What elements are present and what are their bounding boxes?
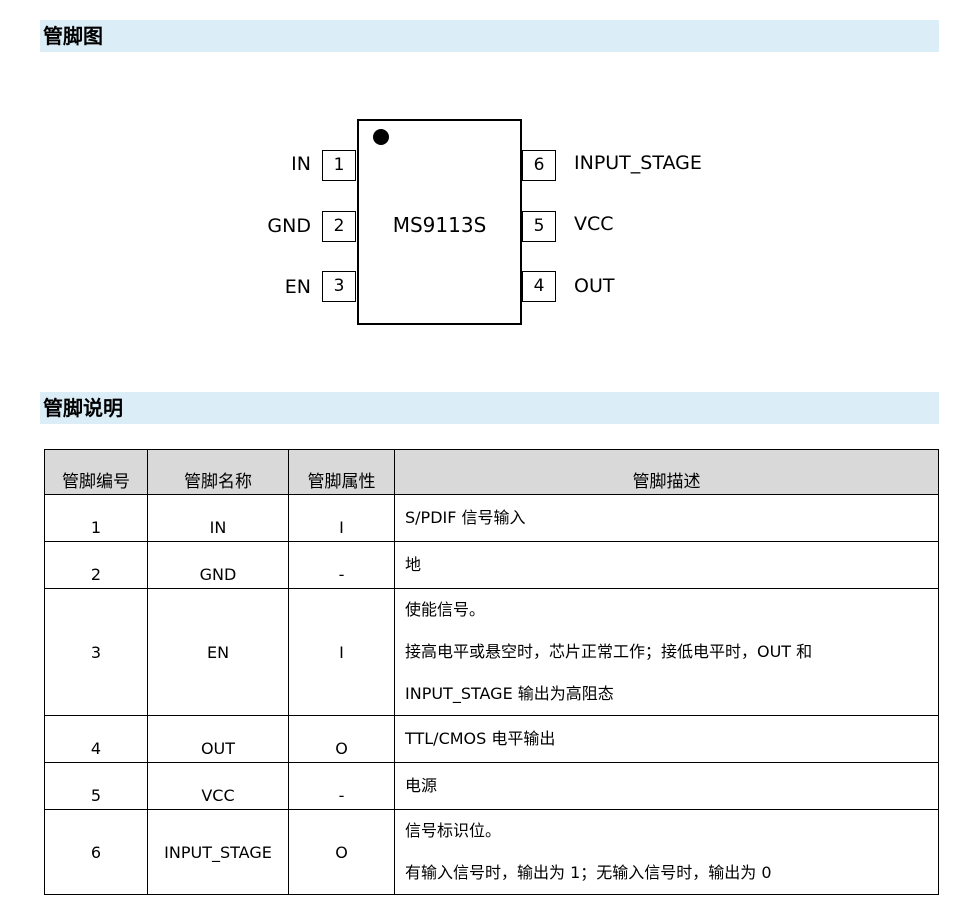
cell-pin-name: VCC (147, 762, 289, 810)
description-line: 电源 (405, 776, 438, 795)
pin-number-2: 2 (322, 211, 356, 242)
cell-pin-description: TTL/CMOS 电平输出 (394, 715, 939, 763)
pin1-marker-dot (373, 129, 389, 145)
table-row: 6 INPUT_STAGE O 信号标识位。 有输入信号时，输出为 1；无输入信… (44, 809, 939, 895)
pin-number-1: 1 (322, 150, 356, 181)
cell-pin-number: 4 (44, 715, 148, 763)
table-row: 3 EN I 使能信号。 接高电平或悬空时，芯片正常工作；接低电平时，OUT 和… (44, 588, 939, 716)
cell-pin-description: 信号标识位。 有输入信号时，输出为 1；无输入信号时，输出为 0 (394, 809, 939, 895)
cell-pin-attribute: O (288, 809, 395, 895)
header-pin-name: 管脚名称 (147, 449, 289, 495)
pin-label-vcc: VCC (574, 213, 614, 235)
description-line: 信号标识位。 (405, 821, 502, 840)
cell-pin-name: IN (147, 494, 289, 542)
cell-pin-attribute: - (288, 541, 395, 589)
pin-label-out: OUT (574, 275, 615, 297)
table-header-row: 管脚编号 管脚名称 管脚属性 管脚描述 (44, 449, 939, 495)
cell-pin-attribute: O (288, 715, 395, 763)
cell-pin-number: 1 (44, 494, 148, 542)
cell-pin-name: OUT (147, 715, 289, 763)
description-line: 接高电平或悬空时，芯片正常工作；接低电平时，OUT 和 (405, 642, 813, 661)
cell-pin-number: 5 (44, 762, 148, 810)
table-row: 1 IN I S/PDIF 信号输入 (44, 494, 939, 542)
chip-name: MS9113S (392, 213, 487, 237)
pin-label-in: IN (291, 153, 311, 175)
cell-pin-name: INPUT_STAGE (147, 809, 289, 895)
header-pin-number: 管脚编号 (44, 449, 148, 495)
description-line: TTL/CMOS 电平输出 (405, 729, 556, 748)
pin-label-gnd: GND (267, 215, 311, 237)
section-header-pin-diagram: 管脚图 (40, 20, 939, 52)
pin-description-table: 管脚编号 管脚名称 管脚属性 管脚描述 1 IN I S/PDIF 信号输入 2… (44, 449, 939, 895)
cell-pin-name: GND (147, 541, 289, 589)
pin-number-5: 5 (522, 211, 556, 242)
cell-pin-number: 6 (44, 809, 148, 895)
cell-pin-description: S/PDIF 信号输入 (394, 494, 939, 542)
section-header-pin-description: 管脚说明 (40, 392, 939, 424)
section-title: 管脚说明 (43, 396, 123, 420)
cell-pin-description: 地 (394, 541, 939, 589)
description-line: 使能信号。 (405, 600, 486, 619)
chip-body: MS9113S (357, 119, 522, 325)
cell-pin-attribute: I (288, 494, 395, 542)
cell-pin-number: 3 (44, 588, 148, 716)
cell-pin-name: EN (147, 588, 289, 716)
table-row: 2 GND - 地 (44, 541, 939, 589)
pin-number-3: 3 (322, 271, 356, 302)
cell-pin-attribute: I (288, 588, 395, 716)
description-line: INPUT_STAGE 输出为高阻态 (405, 684, 614, 703)
cell-pin-description: 电源 (394, 762, 939, 810)
pin-number-4: 4 (522, 271, 556, 302)
description-line: 有输入信号时，输出为 1；无输入信号时，输出为 0 (405, 863, 772, 882)
description-line: 地 (405, 555, 422, 574)
table-row: 4 OUT O TTL/CMOS 电平输出 (44, 715, 939, 763)
section-title: 管脚图 (43, 24, 103, 48)
description-line: S/PDIF 信号输入 (405, 508, 526, 527)
cell-pin-number: 2 (44, 541, 148, 589)
cell-pin-description: 使能信号。 接高电平或悬空时，芯片正常工作；接低电平时，OUT 和 INPUT_… (394, 588, 939, 716)
cell-pin-attribute: - (288, 762, 395, 810)
header-pin-description: 管脚描述 (394, 449, 939, 495)
pin-label-input-stage: INPUT_STAGE (574, 152, 702, 174)
table-row: 5 VCC - 电源 (44, 762, 939, 810)
header-pin-attribute: 管脚属性 (288, 449, 395, 495)
pin-number-6: 6 (522, 150, 556, 181)
pin-label-en: EN (284, 276, 311, 298)
